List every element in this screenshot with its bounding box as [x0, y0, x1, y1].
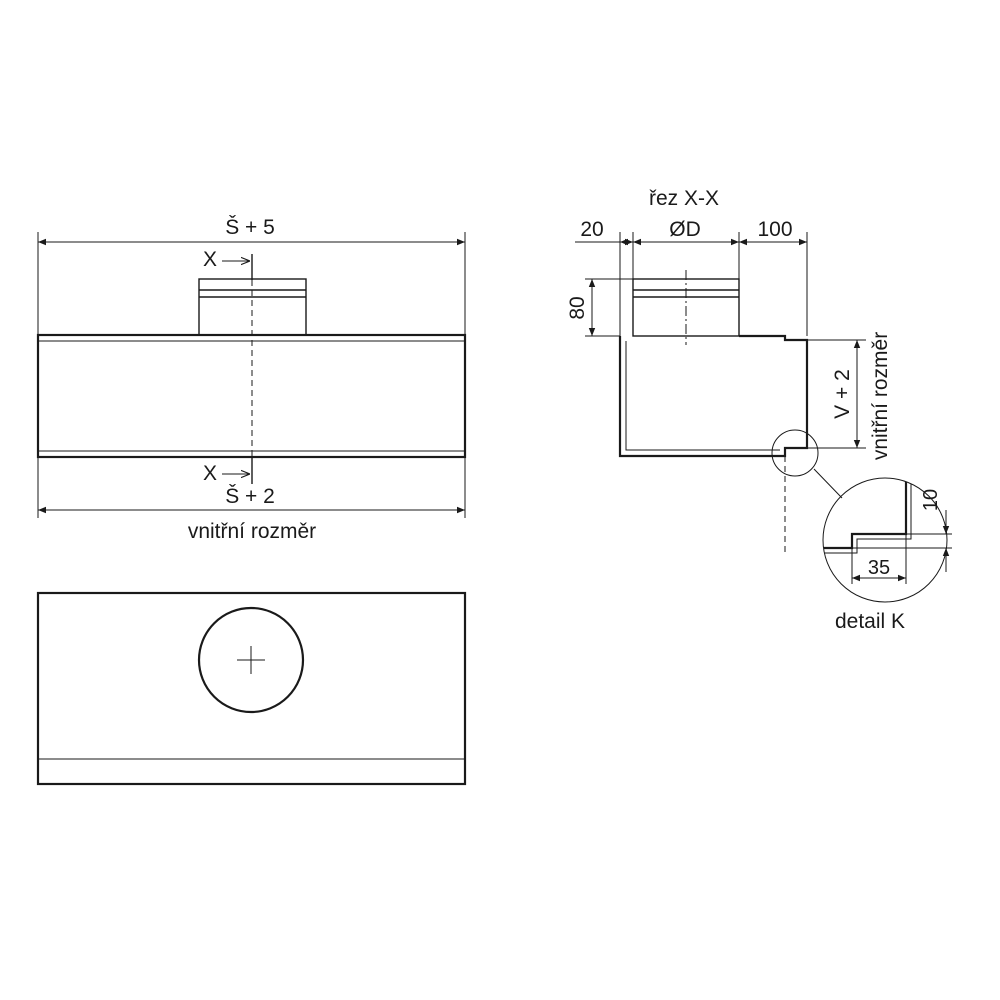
section-mark-bottom: X: [203, 462, 217, 485]
section-spigot: [632, 270, 740, 345]
section-line: X X: [203, 248, 253, 485]
dim-height-label: 80: [566, 296, 589, 319]
dim-height: 80: [566, 278, 633, 337]
section-mark-top: X: [203, 248, 217, 271]
top-view: [36, 591, 467, 786]
dimension-bottom-label: Š + 2: [225, 485, 275, 508]
dimension-top: Š + 5: [37, 216, 466, 338]
section-top-dimensions: 20 ØD 100: [575, 218, 808, 336]
section-title: řez X-X: [649, 187, 719, 210]
front-view: Š + 5 X X Š + 2: [36, 216, 467, 543]
dim-left-label: 20: [580, 218, 603, 241]
dim-vertical-label: V + 2: [831, 369, 854, 419]
detail-title: detail K: [835, 610, 905, 633]
detail-view: 10 35 detail K: [822, 477, 952, 633]
inner-size-note-front: vnitřní rozměr: [188, 520, 316, 543]
inner-size-note-section: vnitřní rozměr: [869, 332, 892, 460]
detail-circle: [822, 477, 948, 603]
dimension-bottom: Š + 2 vnitřní rozměr: [37, 458, 466, 543]
dimension-top-label: Š + 5: [225, 216, 275, 239]
dim-vertical: V + 2 vnitřní rozměr: [807, 332, 892, 460]
detail-marker-circle: [771, 429, 819, 477]
spigot: [198, 278, 307, 336]
dim-right-label: 100: [757, 218, 792, 241]
section-profile: [618, 334, 809, 555]
dim-diameter-label: ØD: [669, 218, 701, 241]
detail-dim-offset: 10: [920, 489, 942, 511]
detail-leader: [813, 468, 843, 499]
detail-dim-length: 35: [868, 557, 890, 579]
spigot-opening: [197, 606, 305, 714]
section-view: řez X-X 20 ØD 100 80: [566, 187, 892, 555]
